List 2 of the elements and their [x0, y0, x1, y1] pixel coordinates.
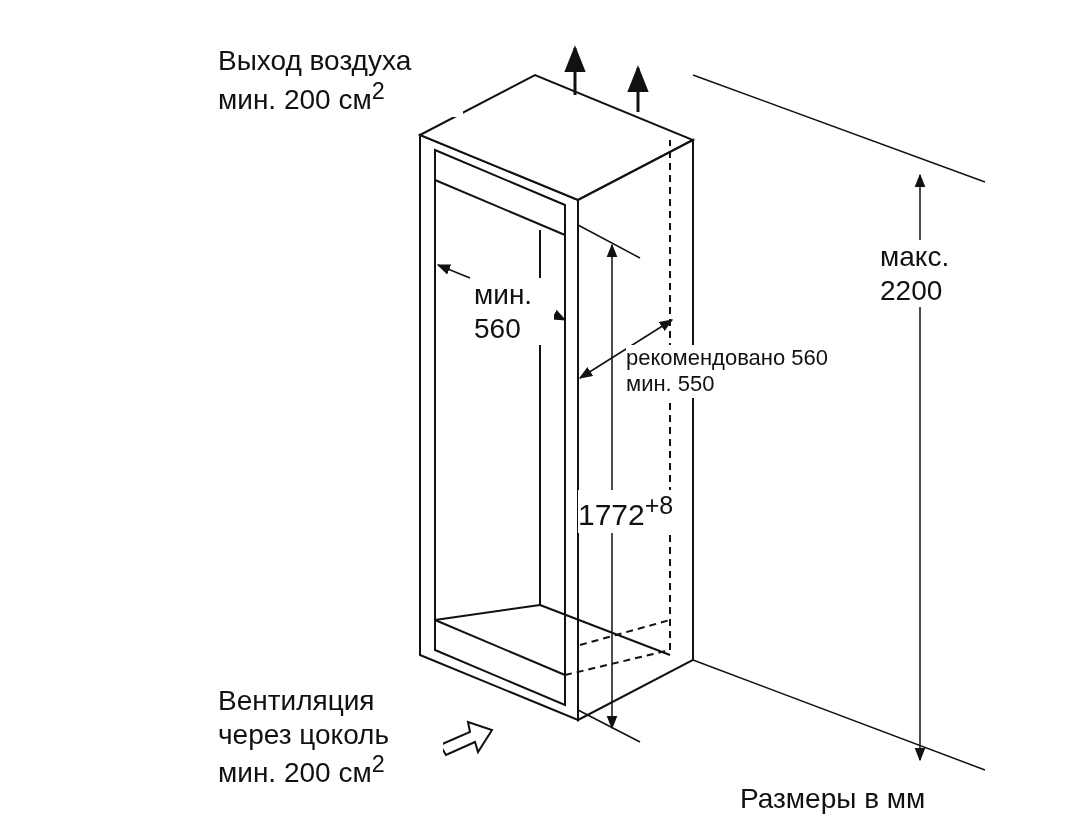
dimension-label: мин. 560 — [474, 278, 554, 346]
dimension-label: 1772$^{+8}$ — [578, 490, 674, 533]
